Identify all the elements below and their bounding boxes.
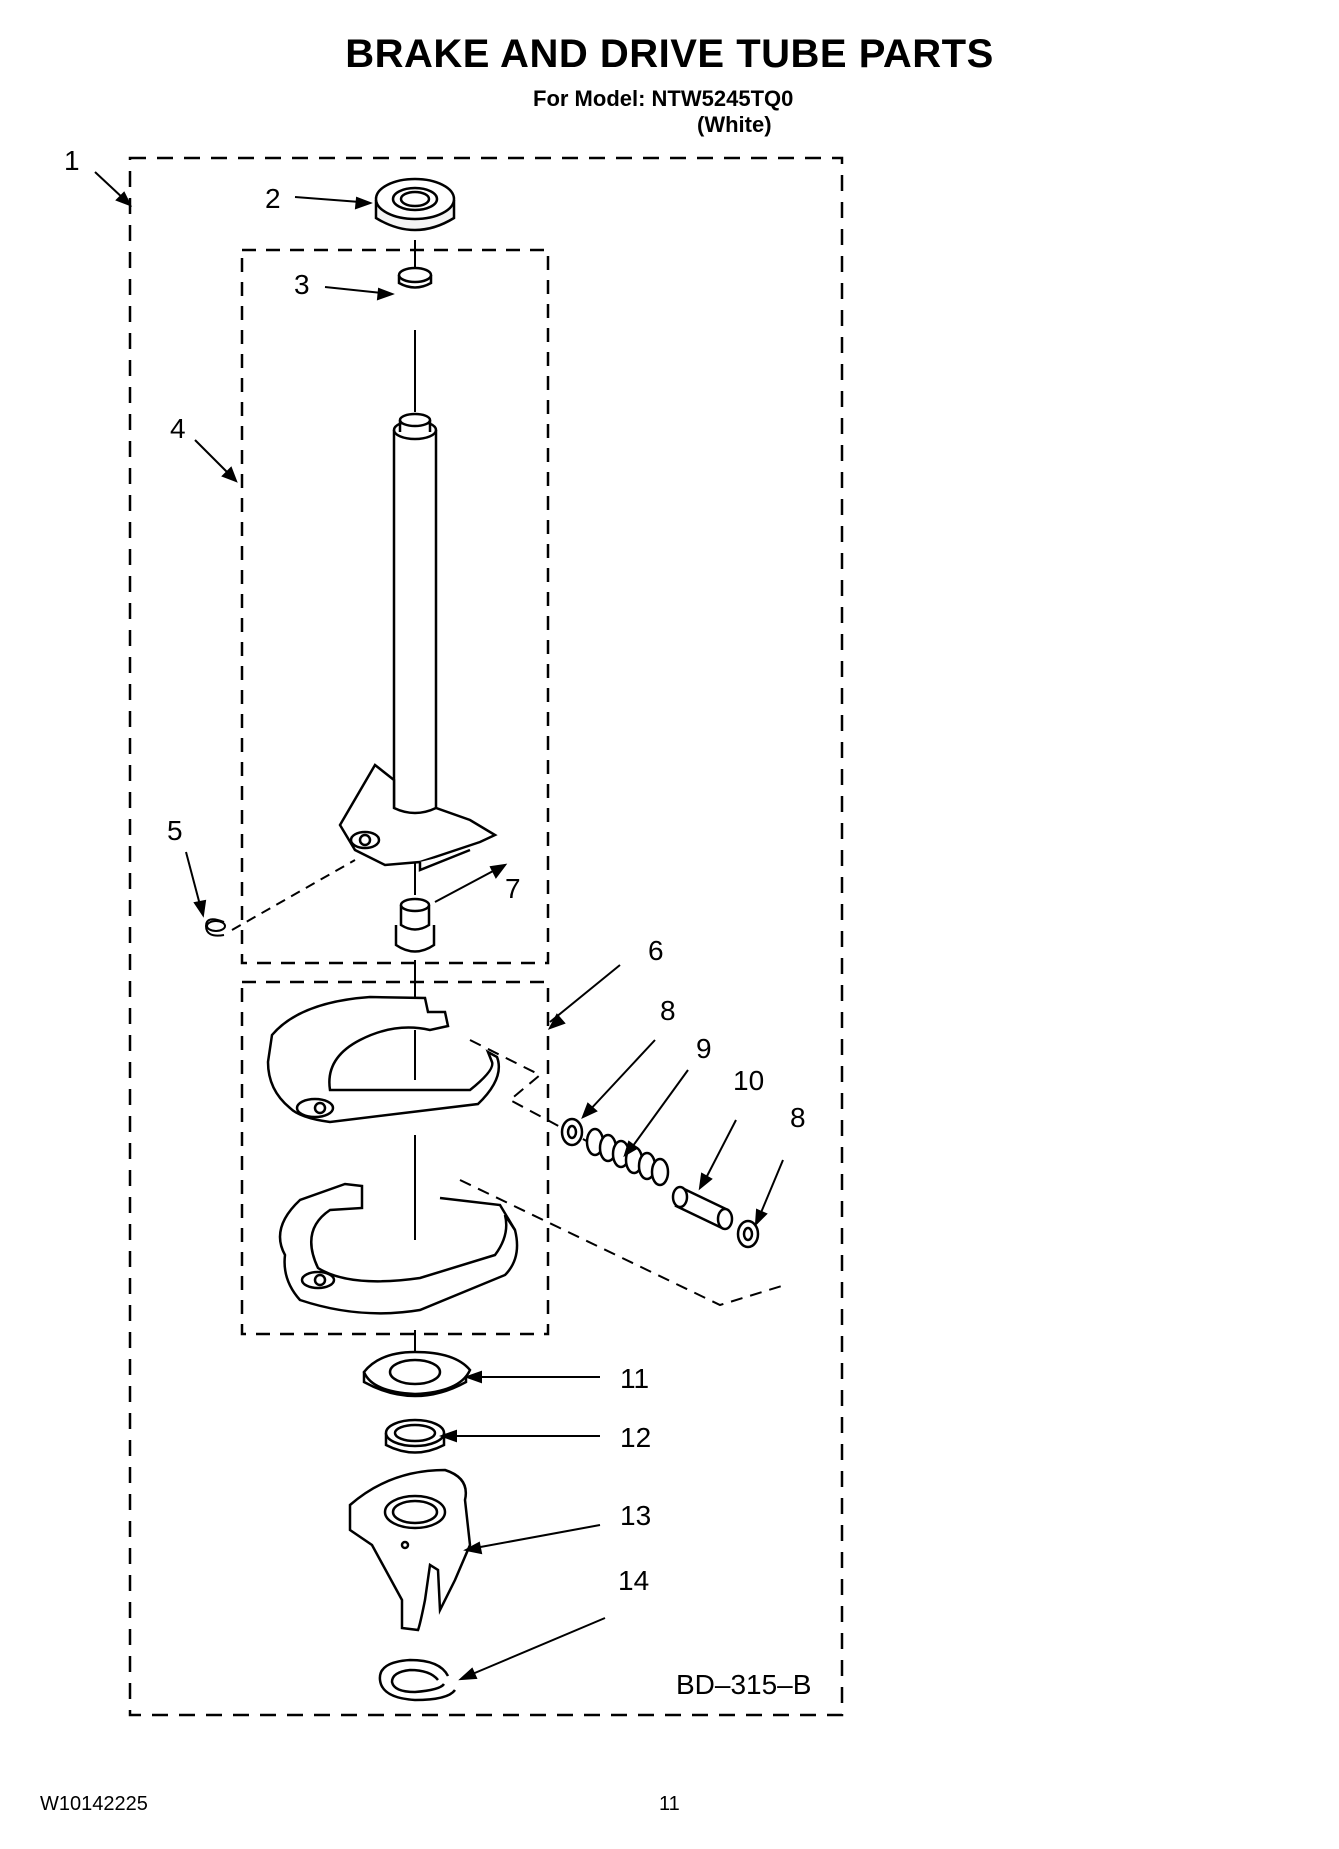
assembly-frame: [128, 156, 844, 1717]
spring-assembly-guide: [459, 1039, 786, 1307]
callout-6: 6: [648, 935, 664, 966]
callout-12: 12: [620, 1422, 651, 1453]
callout-8a: 8: [660, 995, 676, 1026]
callout-7: 7: [505, 873, 521, 904]
callout-4: 4: [170, 413, 186, 444]
drive-tube-part: [338, 412, 498, 872]
brake-frame: [240, 980, 550, 1336]
callout-2: 2: [265, 183, 281, 214]
callout-leaders: [94, 171, 784, 1681]
callout-11: 11: [620, 1363, 649, 1394]
diagram-code: BD–315–B: [676, 1669, 811, 1700]
retainer-part: [384, 1418, 446, 1454]
pin-part: [671, 1185, 734, 1231]
doc-number: W10142225: [40, 1793, 148, 1815]
seal-part: [374, 177, 456, 232]
page-number: 11: [659, 1793, 680, 1815]
shifter-part: [348, 1468, 472, 1632]
callout-13: 13: [620, 1500, 651, 1531]
callout-8b: 8: [790, 1102, 806, 1133]
clip-part: [204, 918, 226, 937]
callout-5: 5: [167, 815, 183, 846]
callout-14: 14: [618, 1565, 649, 1596]
bushing-part: [394, 897, 436, 953]
plate-part: [362, 1350, 472, 1398]
callout-1: 1: [64, 145, 80, 176]
model-line: For Model: NTW5245TQ0: [533, 86, 794, 111]
callout-10: 10: [733, 1065, 764, 1096]
spring-part: [585, 1127, 670, 1187]
brake-lower-part: [278, 1182, 519, 1315]
bearing-part: [397, 266, 433, 289]
page-title: BRAKE AND DRIVE TUBE PARTS: [345, 32, 994, 76]
washer-part: [560, 1117, 760, 1249]
drive-tube-frame: [240, 248, 550, 965]
callout-9: 9: [696, 1033, 712, 1064]
callout-3: 3: [294, 269, 310, 300]
snap-ring-part: [378, 1658, 457, 1702]
brake-upper-part: [266, 995, 501, 1124]
color-line: (White): [697, 112, 772, 137]
